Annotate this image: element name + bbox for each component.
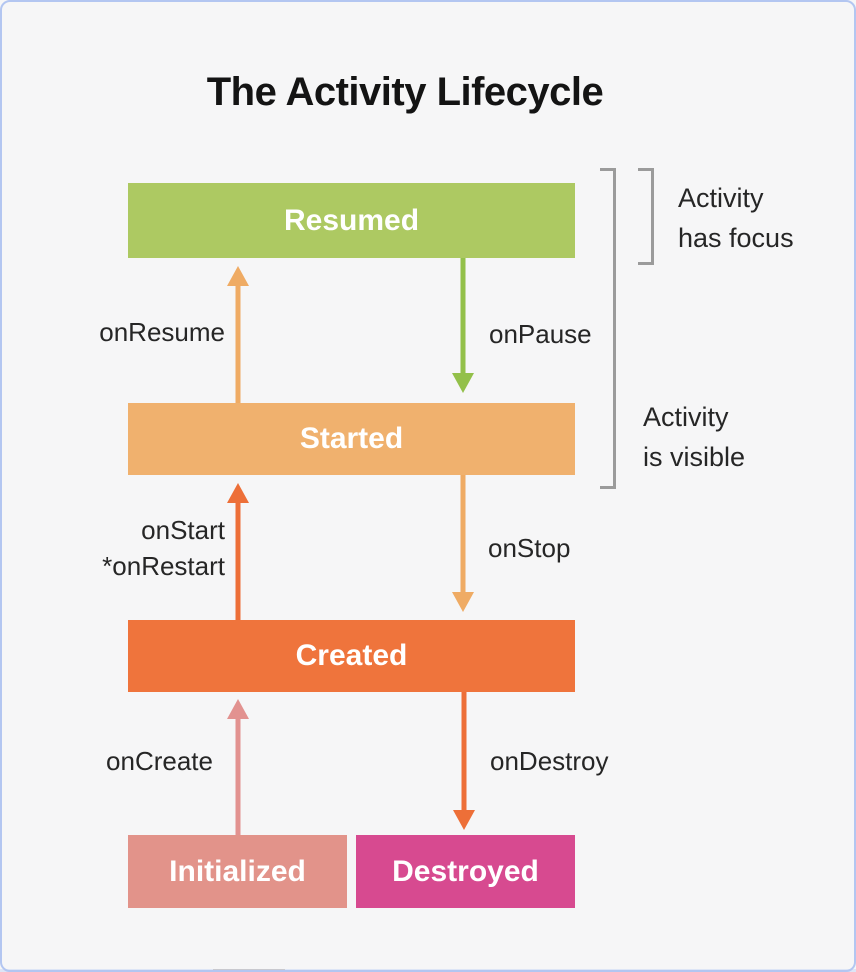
- annotation-visible-line1: Activity: [643, 402, 729, 432]
- state-box-created: Created: [128, 620, 575, 692]
- arrow-shaft: [460, 475, 466, 596]
- ondestroy-arrow-down-icon: [453, 692, 475, 830]
- arrowhead-icon: [227, 266, 249, 286]
- state-label-destroyed: Destroyed: [392, 854, 539, 888]
- onstart-label: onStart *onRestart: [40, 512, 225, 584]
- annotation-visible-line2: is visible: [643, 442, 746, 472]
- arrowhead-icon: [453, 810, 475, 830]
- bracket-activity-is-visible: [600, 168, 616, 489]
- onstart-label-line1: onStart: [141, 515, 225, 545]
- ondestroy-label: onDestroy: [490, 746, 609, 776]
- annotation-focus-line1: Activity: [678, 183, 764, 213]
- oncreate-label: onCreate: [106, 746, 213, 776]
- arrow-shaft: [460, 258, 466, 377]
- annotation-activity-is-visible: Activity is visible: [643, 397, 745, 477]
- arrow-shaft: [461, 692, 467, 814]
- onstop-arrow-down-icon: [452, 475, 474, 612]
- arrow-shaft: [235, 715, 241, 835]
- arrowhead-icon: [452, 592, 474, 612]
- oncreate-arrow-up-icon: [227, 699, 249, 835]
- state-box-resumed: Resumed: [128, 183, 575, 258]
- annotation-activity-has-focus: Activity has focus: [678, 178, 794, 258]
- state-label-initialized: Initialized: [169, 854, 306, 888]
- state-box-destroyed: Destroyed: [356, 835, 575, 908]
- onpause-label: onPause: [489, 319, 592, 349]
- onstop-label: onStop: [488, 533, 571, 563]
- arrow-shaft: [235, 282, 241, 403]
- arrowhead-icon: [452, 373, 474, 393]
- arrow-shaft: [235, 499, 241, 620]
- arrowhead-icon: [227, 483, 249, 503]
- arrowhead-icon: [227, 699, 249, 719]
- annotation-focus-line2: has focus: [678, 223, 794, 253]
- bottom-edge-mark: [213, 969, 285, 971]
- onstart-arrow-up-icon: [227, 483, 249, 620]
- bracket-activity-has-focus: [638, 168, 654, 265]
- onpause-arrow-down-icon: [452, 258, 474, 393]
- page-title: The Activity Lifecycle: [206, 70, 604, 114]
- state-label-created: Created: [295, 639, 408, 672]
- state-box-initialized: Initialized: [128, 835, 347, 908]
- state-box-started: Started: [128, 403, 575, 475]
- onresume-arrow-up-icon: [227, 266, 249, 403]
- state-label-resumed: Resumed: [283, 203, 420, 237]
- state-label-started: Started: [299, 422, 404, 455]
- onresume-label: onResume: [99, 317, 225, 347]
- onstart-label-line2: *onRestart: [102, 551, 225, 581]
